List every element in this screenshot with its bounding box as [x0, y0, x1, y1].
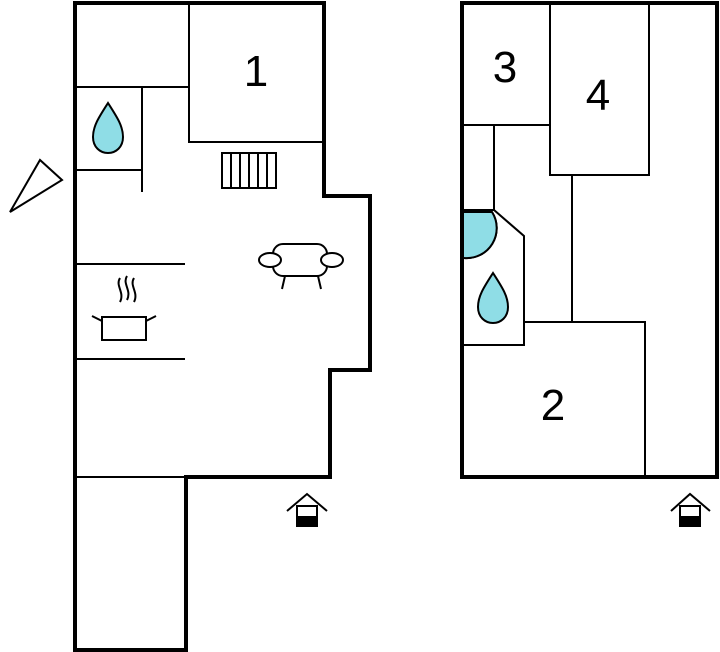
entrance-icon — [286, 492, 328, 527]
room-3-label: 3 — [493, 43, 517, 92]
left-floor-outer-wall — [73, 1, 372, 652]
bathroom-drop-icon-right — [476, 271, 510, 325]
room-4-label: 4 — [586, 71, 610, 120]
right-floor-outer-wall — [460, 1, 719, 479]
kitchen-pot-icon — [91, 275, 157, 341]
bathroom-walls — [75, 87, 143, 192]
left-floor — [73, 1, 372, 652]
bathroom-drop-icon — [91, 101, 125, 155]
room-1-label: 1 — [244, 47, 268, 96]
north-arrow-icon — [9, 158, 64, 213]
sofa-icon — [258, 243, 344, 290]
room-2-walls — [524, 321, 646, 477]
room-2-label: 2 — [541, 381, 565, 430]
right-bathroom-walls — [462, 209, 525, 346]
entrance-icon-right — [670, 492, 711, 527]
room-1-walls — [188, 3, 324, 143]
stairs-icon — [221, 152, 277, 189]
right-floor — [460, 1, 719, 479]
room-4-walls — [549, 3, 650, 176]
